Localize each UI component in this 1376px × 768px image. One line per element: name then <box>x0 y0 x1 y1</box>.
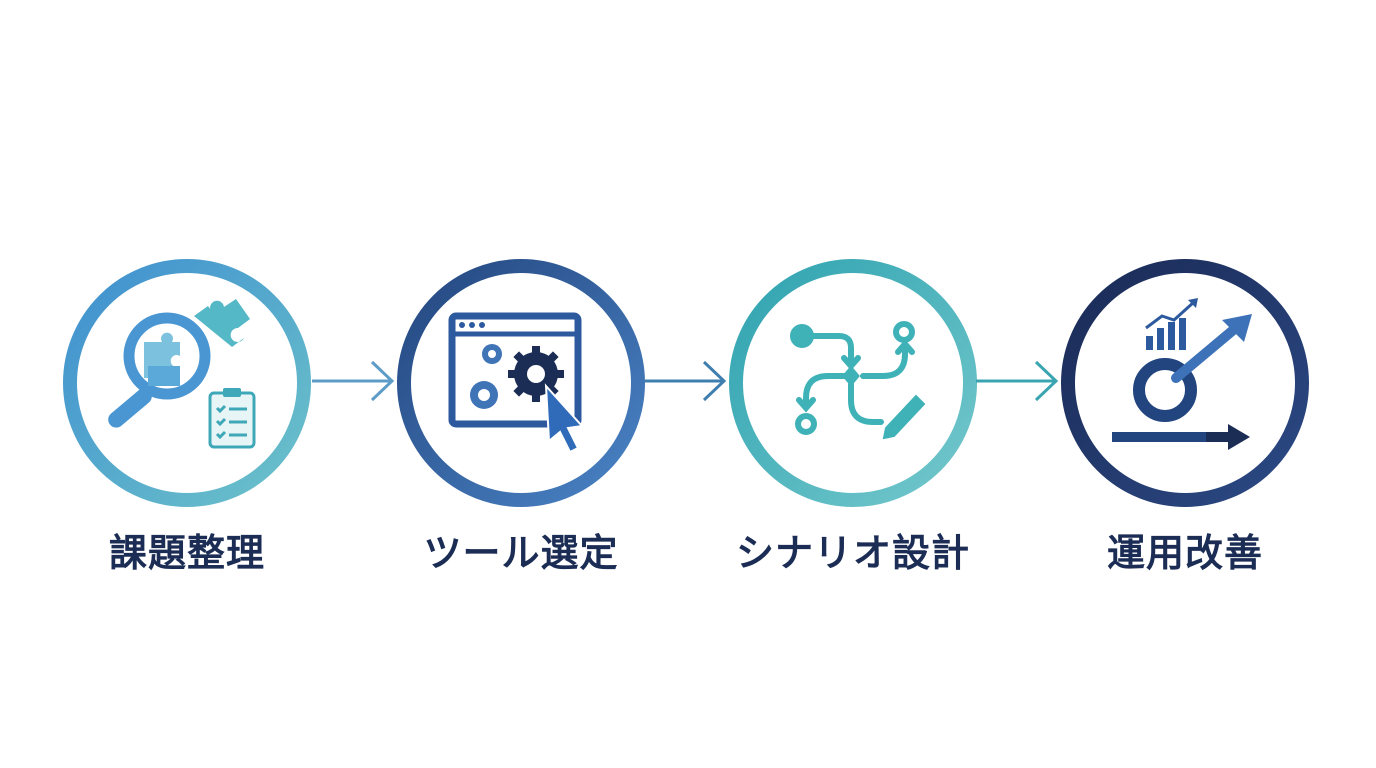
arrow-right-1 <box>312 360 395 402</box>
puzzle-magnifier-clipboard-icon <box>108 299 256 449</box>
step-1-circle <box>62 258 312 508</box>
arrow-right-2 <box>644 360 727 402</box>
step-3-label: シナリオ設計 <box>735 531 970 575</box>
step-3-circle <box>728 258 978 508</box>
flow-branch-pen-icon <box>790 321 926 440</box>
step-2-label: ツール選定 <box>423 531 619 575</box>
step-4-circle <box>1060 258 1310 508</box>
step-1-label: 課題整理 <box>108 531 265 575</box>
step-2-circle <box>396 258 646 508</box>
step-4-label: 運用改善 <box>1106 531 1263 575</box>
browser-gears-cursor-icon <box>448 312 584 454</box>
arrow-right-3 <box>976 360 1059 402</box>
cycle-growth-arrow-icon <box>1112 298 1252 450</box>
